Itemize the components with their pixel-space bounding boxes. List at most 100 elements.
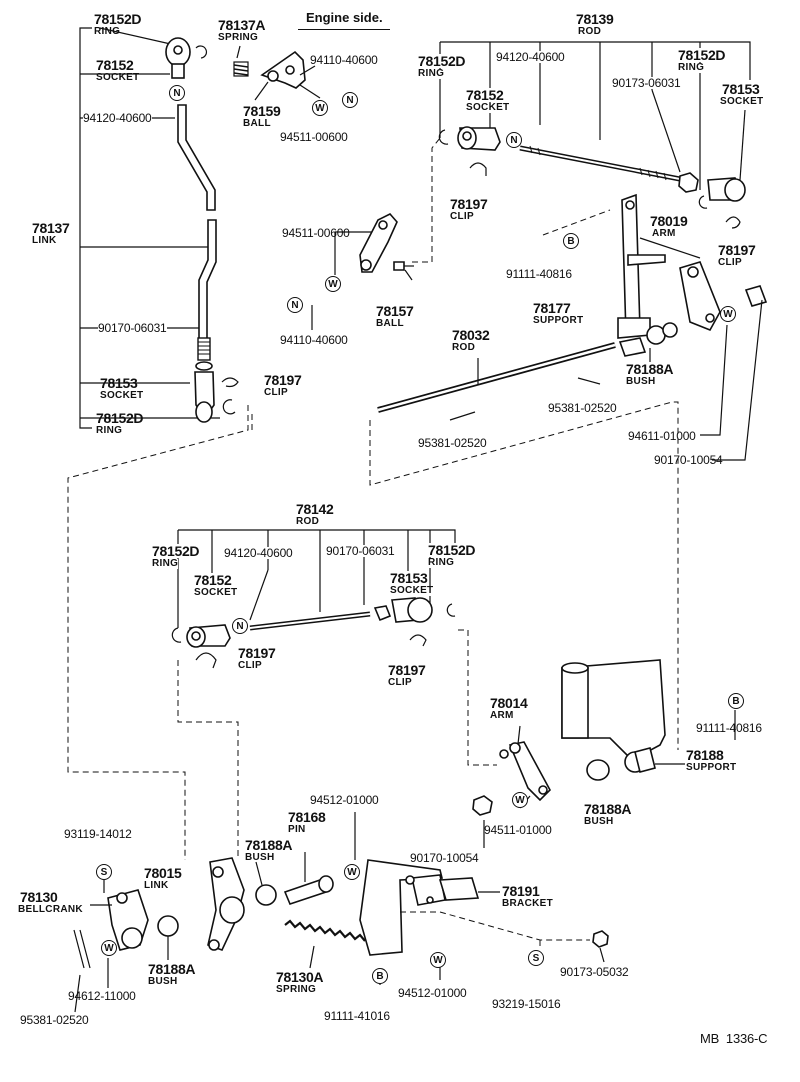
label-91111-40816: 91111-40816	[696, 721, 762, 735]
label-94612-11000: 94612-11000	[68, 989, 136, 1003]
diagram-code: MB 1336-C	[700, 1031, 768, 1046]
label-78015-link: 78015	[144, 865, 182, 881]
label-95381-02520: 95381-02520	[418, 436, 487, 450]
label-94110-40600: 94110-40600	[310, 53, 378, 67]
label-78130A-spring: 78130A	[276, 969, 324, 985]
symbol-n-circle: N	[169, 85, 185, 101]
label-95381-02520: 95381-02520	[548, 401, 617, 415]
label-ball: BALL	[376, 318, 404, 329]
label-78152D-ring: 78152D	[418, 53, 466, 69]
header-underline	[298, 29, 390, 30]
link-rod-upper	[177, 104, 216, 211]
label-78152-socket: 78152	[466, 87, 504, 103]
label-90170-10054: 90170-10054	[654, 453, 723, 467]
label-ball: BALL	[243, 118, 271, 129]
label-support: SUPPORT	[533, 315, 584, 326]
label-78197-clip: 78197	[264, 372, 302, 388]
label-93219-15016: 93219-15016	[492, 997, 561, 1011]
label-bellcrank: BELLCRANK	[18, 904, 83, 915]
symbol-w-circle: W	[101, 940, 117, 956]
label-78188A-bush: 78188A	[584, 801, 632, 817]
label-rod: ROD	[452, 342, 476, 353]
symbol-b-circle: B	[372, 968, 388, 984]
label-ring: RING	[96, 425, 123, 436]
label-78197-clip: 78197	[388, 662, 426, 678]
symbol-n-circle: N	[506, 132, 522, 148]
label-pin: PIN	[288, 824, 306, 835]
arm-78014	[508, 741, 551, 802]
label-94611-01000: 94611-01000	[628, 429, 696, 443]
arm-top	[260, 50, 306, 89]
label-94120-40600: 94120-40600	[224, 546, 293, 560]
label-78152D-ring: 78152D	[152, 543, 200, 559]
label-socket: SOCKET	[466, 102, 510, 113]
label-bush: BUSH	[245, 852, 275, 863]
label-78014-arm: 78014	[490, 695, 528, 711]
spring-78130A	[284, 919, 366, 942]
label-clip: CLIP	[264, 387, 288, 398]
label-78137-link: 78137	[32, 220, 70, 236]
label-78188A-bush: 78188A	[626, 361, 674, 377]
label-link: LINK	[32, 235, 57, 246]
label-arm: ARM	[652, 228, 676, 239]
label-78188-support: 78188	[686, 747, 724, 763]
label-78137A-spring: 78137A	[218, 17, 266, 33]
label-94512-01000: 94512-01000	[310, 793, 379, 807]
label-90170-10054: 90170-10054	[410, 851, 479, 865]
label-78188A-bush: 78188A	[148, 961, 196, 977]
symbol-n-circle: N	[342, 92, 358, 108]
label-78197-clip: 78197	[718, 242, 756, 258]
symbol-w-circle: W	[344, 864, 360, 880]
label-90170-06031: 90170-06031	[98, 321, 167, 335]
engine-side-label: Engine side.	[306, 10, 383, 25]
label-91111-40816: 91111-40816	[506, 267, 572, 281]
label-bush: BUSH	[584, 816, 614, 827]
label-ring: RING	[152, 558, 179, 569]
label-rod: ROD	[578, 26, 602, 37]
label-clip: CLIP	[718, 257, 742, 268]
spring-78137A	[233, 61, 249, 77]
symbol-w-circle: W	[312, 100, 328, 116]
label-78157-ball: 78157	[376, 303, 414, 319]
symbol-s-circle: S	[528, 950, 544, 966]
symbol-n-circle: N	[232, 618, 248, 634]
label-clip: CLIP	[238, 660, 262, 671]
label-78032-rod: 78032	[452, 327, 490, 343]
label-ring: RING	[418, 68, 445, 79]
label-78197-clip: 78197	[238, 645, 276, 661]
label-78152D-ring: 78152D	[428, 542, 476, 558]
symbol-w-circle: W	[325, 276, 341, 292]
label-91111-41016: 91111-41016	[324, 1009, 390, 1023]
label-93119-14012: 93119-14012	[64, 827, 132, 841]
symbol-b-circle: B	[563, 233, 579, 249]
label-78168-pin: 78168	[288, 809, 326, 825]
label-90173-05032: 90173-05032	[560, 965, 629, 979]
label-rod: ROD	[296, 516, 320, 527]
symbol-b-circle: B	[728, 693, 744, 709]
label-78152-socket: 78152	[96, 57, 134, 73]
label-78159-ball: 78159	[243, 103, 281, 119]
label-ring: RING	[428, 557, 455, 568]
symbol-s-circle: S	[96, 864, 112, 880]
label-socket: SOCKET	[96, 72, 140, 83]
label-95381-02520: 95381-02520	[20, 1013, 89, 1027]
label-socket: SOCKET	[720, 96, 764, 107]
label-bracket: BRACKET	[502, 898, 553, 909]
label-78177-support: 78177	[533, 300, 571, 316]
label-clip: CLIP	[450, 211, 474, 222]
label-94511-01000: 94511-01000	[484, 823, 552, 837]
label-94110-40600: 94110-40600	[280, 333, 348, 347]
label-arm: ARM	[490, 710, 514, 721]
symbol-n-circle: N	[287, 297, 303, 313]
label-ring: RING	[94, 26, 121, 37]
left-group-bracket	[79, 27, 92, 429]
label-78152-socket: 78152	[194, 572, 232, 588]
label-bush: BUSH	[626, 376, 656, 387]
label-90170-06031: 90170-06031	[326, 544, 395, 558]
symbol-w-circle: W	[720, 306, 736, 322]
symbol-w-circle: W	[430, 952, 446, 968]
label-78197-clip: 78197	[450, 196, 488, 212]
label-socket: SOCKET	[390, 585, 434, 596]
link-rod-lower	[198, 219, 217, 341]
